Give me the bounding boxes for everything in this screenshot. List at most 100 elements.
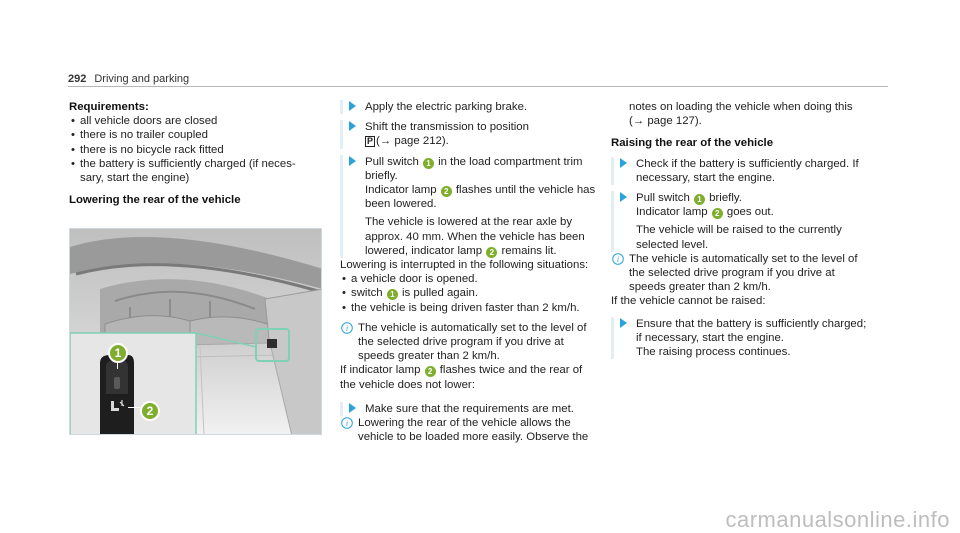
info-icon: i (612, 253, 624, 265)
step-arrow-icon (349, 155, 356, 166)
requirement-item: all vehicle doors are closed (69, 114, 322, 128)
text: If indicator lamp (340, 364, 421, 377)
step-text: Pull switch 1 in the load compartment tr… (365, 155, 602, 169)
requirement-text-cont: sary, start the engine) (80, 172, 190, 185)
watermark: carmanualsonline.info (725, 506, 950, 532)
step-shift-transmission: Shift the transmission to position P(→ p… (340, 120, 602, 149)
step-text: necessary, start the engine. (636, 171, 776, 184)
note-text: vehicle to be loaded more easily. Observ… (358, 431, 589, 444)
callout-2-icon: 2 (486, 246, 498, 258)
interrupt-intro: Lowering is interrupted in the following… (340, 259, 589, 272)
header-divider (68, 86, 888, 87)
flash-text: the vehicle does not lower: (340, 378, 475, 391)
requirements-heading: Requirements: (69, 101, 149, 113)
page-ref: (→ page 127). (629, 115, 702, 128)
note-continuation: notes on loading the vehicle when doing … (611, 100, 891, 128)
info-note: i The vehicle is automatically set to th… (340, 321, 602, 364)
callout-2-icon: 2 (424, 366, 436, 378)
callout-1-icon: 1 (693, 194, 705, 206)
text: Indicator lamp (636, 206, 708, 219)
step-arrow-icon (349, 101, 356, 111)
svg-text:i: i (346, 324, 348, 333)
note-text: notes on loading the vehicle when doing … (629, 101, 853, 113)
column-3: notes on loading the vehicle when doing … (611, 100, 891, 360)
step-text: Check if the battery is sufficiently cha… (636, 157, 859, 170)
info-icon: i (341, 322, 353, 334)
step-text: Pull switch 1 briefly. (636, 191, 891, 206)
step-arrow-icon (620, 157, 627, 168)
callout-1-leader (117, 361, 118, 369)
page-number: 292 (68, 73, 87, 85)
note-text: The vehicle is automatically set to the … (629, 252, 858, 265)
result-text: approx. 40 mm. When the vehicle has been (365, 230, 585, 243)
text: Pull switch (365, 155, 419, 168)
info-icon: i (341, 417, 353, 429)
callout-2-badge: 2 (140, 401, 160, 421)
raising-heading: Raising the rear of the vehicle (611, 137, 774, 150)
step-text: Indicator lamp 2 goes out. (636, 205, 891, 220)
text: flashes until the vehicle has (455, 184, 596, 197)
step-text: if necessary, start the engine. (636, 331, 784, 344)
text: lowered, indicator lamp (365, 244, 483, 257)
text: Pull switch (636, 192, 690, 205)
info-note: i Lowering the rear of the vehicle allow… (340, 416, 602, 444)
text: flashes twice and the rear of (439, 364, 583, 377)
text: goes out. (726, 206, 774, 219)
text: briefly. (709, 192, 742, 205)
callout-2-leader (128, 407, 141, 408)
note-text: speeds greater than 2 km/h. (358, 350, 500, 363)
gear-p-icon: P (365, 136, 376, 148)
note-text: the selected drive program if you drive … (358, 336, 564, 349)
requirement-item: there is no trailer coupled (69, 128, 322, 142)
callout-1-badge: 1 (108, 343, 128, 363)
text: switch (351, 287, 383, 300)
fail-intro: If the vehicle cannot be raised: (611, 295, 766, 308)
step-text: Indicator lamp 2 flashes until the vehic… (365, 183, 602, 198)
note-text: Lowering the rear of the vehicle allows … (358, 417, 571, 430)
step-pull-switch-raise: Pull switch 1 briefly. Indicator lamp 2 … (611, 191, 891, 252)
flash-text: If indicator lamp 2 flashes twice and th… (340, 363, 602, 378)
step-apply-brake: Apply the electric parking brake. (340, 100, 602, 115)
interrupt-item: switch 1 is pulled again. (340, 286, 602, 300)
interrupt-item: a vehicle door is opened. (340, 272, 602, 286)
result-text: The raising process continues. (636, 346, 791, 359)
callout-1-icon: 1 (422, 157, 434, 169)
note-text: speeds greater than 2 km/h. (629, 281, 771, 294)
info-note: i The vehicle is automatically set to th… (611, 252, 891, 295)
step-text: been lowered. (365, 198, 437, 211)
svg-text:i: i (346, 419, 348, 428)
step-text-cont: P(→ page 212). (365, 134, 602, 148)
result-text: The vehicle is lowered at the rear axle … (365, 216, 573, 229)
step-text: Shift the transmission to position (365, 121, 529, 134)
page-ref: (→ page 212). (376, 135, 449, 148)
step-check-battery: Check if the battery is sufficiently cha… (611, 156, 891, 186)
lowering-heading: Lowering the rear of the vehicle (69, 194, 241, 207)
step-pull-switch: Pull switch 1 in the load compartment tr… (340, 154, 602, 259)
step-arrow-icon (620, 317, 627, 328)
step-text: briefly. (365, 169, 398, 182)
step-make-sure: Make sure that the requirements are met. (340, 401, 602, 417)
note-text: the selected drive program if you drive … (629, 267, 835, 280)
callout-2-icon: 2 (440, 186, 452, 198)
step-arrow-icon (620, 192, 627, 203)
text: Indicator lamp (365, 184, 437, 197)
result-text: selected level. (636, 238, 709, 251)
step-arrow-icon (349, 402, 356, 413)
step-arrow-icon (349, 121, 356, 132)
text: is pulled again. (402, 287, 478, 300)
result-text: The vehicle will be raised to the curren… (636, 224, 842, 237)
requirement-item: there is no bicycle rack fitted (69, 143, 322, 157)
column-1: Requirements: all vehicle doors are clos… (69, 100, 322, 207)
step-text: Apply the electric parking brake. (365, 101, 528, 113)
load-compartment-illustration: 1 2 (69, 228, 322, 435)
cargo-area-drawing (70, 229, 321, 434)
result-text: lowered, indicator lamp 2 remains lit. (365, 244, 602, 258)
callout-2-icon: 2 (711, 208, 723, 220)
requirement-item: the battery is sufficiently charged (if … (69, 157, 322, 185)
page-header: 292 Driving and parking (68, 72, 189, 86)
step-ensure-battery: Ensure that the battery is sufficiently … (611, 316, 891, 360)
svg-text:i: i (617, 255, 619, 264)
callout-1-icon: 1 (386, 289, 398, 301)
section-title: Driving and parking (94, 73, 190, 85)
requirement-text: the battery is sufficiently charged (if … (80, 157, 296, 170)
